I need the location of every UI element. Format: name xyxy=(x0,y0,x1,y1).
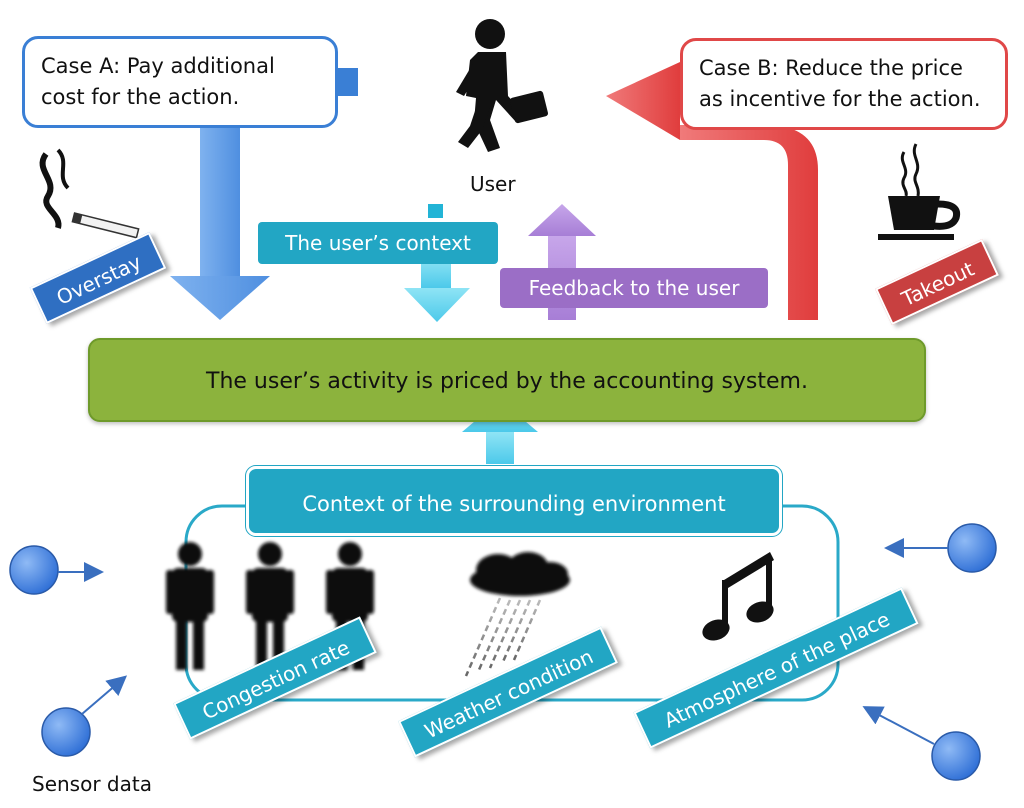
sensor-node-icon xyxy=(41,675,128,757)
accounting-system-bar: The user’s activity is priced by the acc… xyxy=(88,338,926,422)
sensor-node-icon xyxy=(9,545,104,595)
coffee-cup-icon xyxy=(878,143,961,240)
rain-cloud-icon xyxy=(464,552,570,677)
users-context-banner: The user’s context xyxy=(258,222,498,264)
cigarette-icon xyxy=(39,148,140,239)
person-icon xyxy=(166,542,214,670)
person-icon xyxy=(246,542,294,670)
context-down-arrow xyxy=(404,204,470,322)
sensor-data-label: Sensor data xyxy=(32,772,152,796)
case-b-arrow xyxy=(606,62,818,320)
case-a-callout: Case A: Pay additional cost for the acti… xyxy=(22,36,338,128)
sensor-node-icon xyxy=(862,706,981,781)
user-label: User xyxy=(470,172,516,196)
music-note-icon xyxy=(702,552,774,641)
sensor-nodes xyxy=(9,523,997,781)
case-a-arrow xyxy=(170,68,358,320)
sensor-node-icon xyxy=(884,523,997,573)
feedback-banner: Feedback to the user xyxy=(500,268,768,308)
environment-banner: Context of the surrounding environment xyxy=(246,466,782,536)
case-b-callout: Case B: Reduce the price as incentive fo… xyxy=(680,38,1008,130)
walking-person-icon xyxy=(456,19,549,152)
